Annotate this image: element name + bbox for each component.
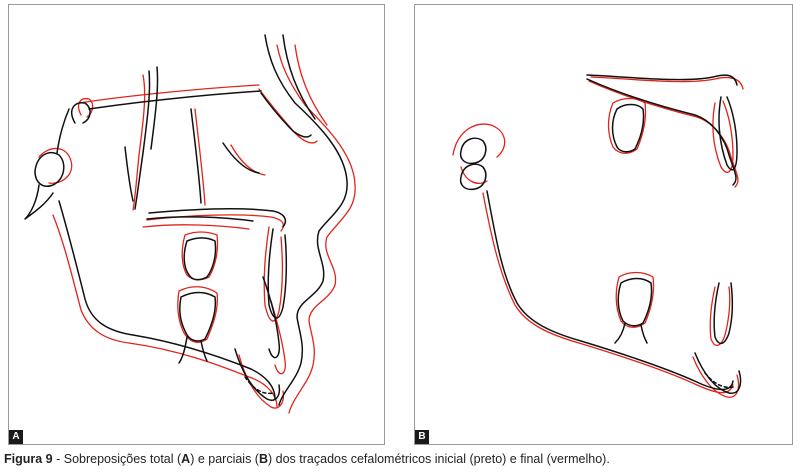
black-upper-incisor-b (718, 96, 738, 171)
red-cranial-base (78, 84, 260, 104)
black-condyle-head (24, 184, 54, 220)
black-pterygoid-2 (150, 66, 159, 150)
caption-text-3: ) dos traçados cefalométricos inicial (p… (268, 452, 610, 466)
red-molar-upper (181, 231, 219, 281)
black-palate (148, 208, 287, 228)
red-condyle-b (452, 123, 506, 158)
panel-b-label: B (415, 430, 429, 444)
red-symphysis-b (692, 356, 740, 398)
black-condyle-b2 (459, 163, 487, 191)
red-maxilla (194, 108, 206, 206)
caption-text-1: - Sobreposições total ( (52, 452, 182, 466)
black-pterygomaxillary (124, 146, 134, 202)
red-upper-molar-b (607, 97, 647, 154)
panel-a-label: A (9, 430, 23, 444)
black-nasal-bridge (282, 34, 316, 120)
black-lower-molar-b (617, 277, 653, 327)
black-symphysis-dashed-b (704, 372, 734, 389)
red-upper-incisor (263, 226, 283, 322)
black-zygoma (222, 142, 260, 174)
black-symphysis (234, 348, 281, 401)
caption-bold-b: B (258, 452, 269, 466)
red-lower-incisor (270, 300, 286, 375)
panel-b-partial-superimposition: B (414, 4, 793, 445)
red-occlusal (142, 224, 250, 230)
black-molar-lower-root (178, 336, 208, 364)
black-symphysis-dashed (244, 376, 274, 395)
caption-prefix: Figura 9 (4, 452, 53, 466)
caption-text-2: ) e parciais ( (190, 452, 259, 466)
initial-tracing-black-b (459, 74, 742, 394)
black-maxilla-outline (586, 78, 737, 186)
black-profile (264, 34, 348, 406)
black-ramus-b (486, 190, 734, 391)
black-molar-upper (183, 237, 217, 281)
black-ramus (58, 200, 276, 400)
black-maxilla (190, 108, 202, 204)
red-palatal-plane (590, 76, 744, 90)
red-ramus (52, 214, 278, 408)
final-tracing-red (38, 44, 356, 414)
black-palatal-plane (586, 74, 738, 86)
cephalometric-tracing-partial (452, 74, 744, 398)
figure-caption: Figura 9 - Sobreposições total (A) e par… (4, 452, 610, 466)
red-pterygoid (132, 74, 146, 211)
red-occiput (77, 97, 94, 118)
black-pterygoid (134, 70, 151, 210)
black-orbit (260, 92, 312, 138)
initial-tracing-black (24, 34, 348, 406)
red-profile (276, 44, 356, 414)
red-nasal-bridge (294, 44, 328, 126)
black-upper-molar-b (611, 103, 645, 153)
red-zygoma (230, 144, 266, 176)
red-condyle (38, 147, 73, 184)
cephalometric-tracing-total (24, 34, 356, 414)
caption-bold-a: A (181, 452, 191, 466)
black-condyle-b (459, 137, 487, 165)
black-occlusal (146, 216, 254, 222)
black-upper-incisor (267, 228, 288, 319)
red-ramus-b (482, 192, 734, 394)
black-cranial-base (88, 90, 262, 110)
black-condyle (34, 151, 65, 187)
red-symphysis (238, 354, 285, 409)
black-molar-lower (179, 291, 217, 342)
black-lower-incisor (262, 276, 281, 359)
black-occiput (71, 101, 91, 124)
black-lower-molar-root-b (614, 322, 648, 344)
black-sella (56, 108, 70, 154)
red-upper-incisor-b (712, 100, 734, 173)
black-lower-incisor-b (713, 282, 734, 345)
panel-a-total-superimposition: A (8, 4, 385, 445)
red-maxilla-outline (588, 80, 739, 188)
black-symphysis-b (694, 352, 742, 394)
red-lower-molar-b (615, 271, 655, 328)
red-lower-incisor-b (709, 286, 731, 346)
red-molar-lower (177, 286, 219, 343)
